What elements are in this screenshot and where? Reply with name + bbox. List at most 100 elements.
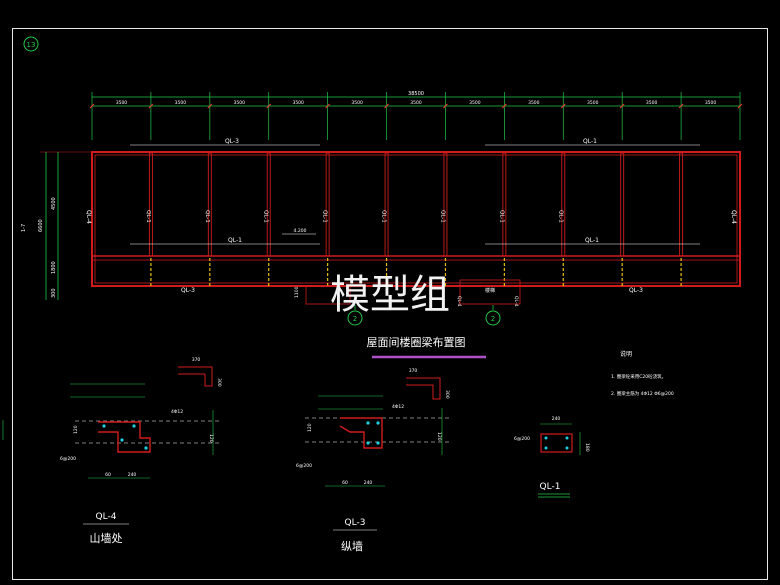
inner-beam-label: QL-1: [204, 210, 210, 223]
bay-dimension: 3500: [587, 100, 599, 106]
notes-heading: 说明: [620, 350, 632, 358]
dimension-slash: [148, 103, 154, 109]
stair-area: 1100 楼梯 QL-4 QL-4 2 2: [294, 279, 521, 326]
svg-text:240: 240: [364, 480, 373, 486]
level-mark: 4.200: [294, 228, 307, 234]
detail-ql3-caption: 纵墙: [341, 539, 363, 553]
dimension-slash: [678, 103, 684, 109]
cross-wall: [266, 152, 271, 257]
section-mark-2: 2: [491, 315, 495, 323]
beam-label-mid-right: QL-1: [585, 237, 599, 244]
detail-ql4-caption: 山墙处: [90, 531, 123, 545]
svg-text:180: 180: [584, 443, 590, 452]
svg-text:240: 240: [552, 416, 561, 422]
detail-ql4-name: QL-4: [96, 512, 117, 522]
detail-ql1-name: QL-1: [540, 482, 561, 492]
small-dim: 1100: [294, 286, 300, 298]
bay-dimension: 3500: [292, 100, 304, 106]
inner-beam-label: QL-1: [263, 210, 269, 223]
cross-wall: [443, 152, 448, 257]
inner-beam-label: QL-1: [145, 210, 151, 223]
beam-label-top-right: QL-1: [583, 138, 597, 145]
svg-text:120: 120: [73, 425, 79, 434]
detail-ql3-name: QL-3: [345, 518, 366, 528]
svg-text:6@200: 6@200: [60, 456, 76, 462]
svg-text:240: 240: [128, 472, 137, 478]
beam-label-right-end: QL-4: [730, 210, 737, 224]
watermark: 模型组: [330, 272, 450, 318]
bay-dimension: 3500: [351, 100, 363, 106]
svg-text:6@200: 6@200: [296, 463, 312, 469]
beam-label-bottom-left: QL-3: [181, 287, 195, 294]
bay-dimension: 3500: [469, 100, 481, 106]
beam-label-bottom-right: QL-3: [629, 287, 643, 294]
bay-dimension: 3500: [646, 100, 658, 106]
beam-label-top-left: QL-3: [225, 138, 239, 145]
cross-wall: [325, 152, 330, 257]
left-total-dim: 6600: [38, 219, 44, 232]
detail-ql4: 370 300 120 120 240 60 6@200 4Φ12 QL-4 山…: [60, 357, 222, 545]
drawing-frame: [12, 28, 768, 580]
left-dimension-chain: 1-7 6600 4500 1800 300: [21, 152, 59, 300]
stair-label-1: QL-4: [456, 296, 462, 307]
dimension-slash: [89, 103, 95, 109]
detail-ql1: 240 180 6@200 QL-1: [514, 416, 590, 498]
svg-text:120: 120: [436, 432, 442, 441]
dimension-slash: [384, 103, 389, 109]
plan-outline: [40, 151, 741, 288]
cross-wall: [679, 152, 684, 257]
dimension-slash: [207, 103, 213, 109]
dimension-slash: [443, 103, 448, 109]
svg-text:120: 120: [208, 434, 214, 443]
bay-dimension: 3500: [234, 100, 246, 106]
bay-dimension: 3500: [705, 100, 717, 106]
inner-beam-label: QL-1: [557, 210, 563, 223]
bay-dimension: 3500: [410, 100, 422, 106]
axis-label: 1-7: [21, 224, 27, 232]
section-mark-1: 2: [353, 315, 357, 323]
beam-label-left-end: QL-4: [85, 210, 92, 224]
notes-block: 说明 1. 圈梁砼采用C20砼浇筑。 2. 圈梁主筋为 4Φ12 Φ6@200: [611, 350, 674, 397]
svg-text:370: 370: [192, 357, 201, 363]
detail-ql3: 370 300 120 120 240 60 6@200 4Φ12 QL-3 纵…: [296, 368, 450, 553]
svg-text:120: 120: [307, 423, 313, 432]
dimension-slash: [619, 103, 625, 109]
dimension-slash: [737, 103, 743, 109]
svg-text:6@200: 6@200: [514, 436, 530, 442]
svg-text:4Φ12: 4Φ12: [392, 404, 404, 410]
dimension-slash: [560, 103, 566, 109]
dimension-slash: [266, 103, 272, 109]
bay-dimension: 3500: [528, 100, 540, 106]
cross-wall: [384, 152, 389, 257]
bay-dimension: 3500: [175, 100, 187, 106]
left-dim-2: 1800: [51, 261, 57, 274]
svg-text:4Φ12: 4Φ12: [171, 409, 183, 415]
note-1: 1. 圈梁砼采用C20砼浇筑。: [611, 373, 666, 380]
sheet-number: 13: [27, 41, 36, 49]
inner-beam-label: QL-1: [498, 210, 504, 223]
sheet-number-bubble: [23, 36, 39, 52]
beam-label-mid-left: QL-1: [228, 237, 242, 244]
inner-beam-label: QL-1: [439, 210, 445, 223]
dimension-slash: [502, 103, 507, 109]
stair-note: 楼梯: [485, 287, 495, 294]
left-dim-1: 4500: [51, 197, 57, 210]
cross-wall: [148, 152, 153, 257]
cross-wall: [620, 152, 625, 257]
stair-label-2: QL-4: [513, 296, 519, 307]
svg-text:60: 60: [105, 472, 111, 478]
svg-text:300: 300: [216, 378, 222, 387]
left-dim-3: 300: [51, 288, 57, 298]
cross-wall: [207, 152, 212, 257]
bay-dimension: 3500: [116, 100, 128, 106]
inner-beam-label: QL-1: [381, 210, 387, 223]
svg-text:370: 370: [409, 368, 418, 374]
cross-wall: [502, 152, 507, 257]
svg-text:300: 300: [444, 390, 450, 399]
beam-labels: QL-3 QL-1 QL-1 QL-1 QL-3 QL-3 QL-4 QL-4 …: [85, 138, 737, 294]
svg-text:60: 60: [342, 480, 348, 486]
total-dimension: 38500: [408, 91, 424, 97]
note-2: 2. 圈梁主筋为 4Φ12 Φ6@200: [611, 390, 674, 397]
inner-beam-label: QL-1: [322, 210, 328, 223]
